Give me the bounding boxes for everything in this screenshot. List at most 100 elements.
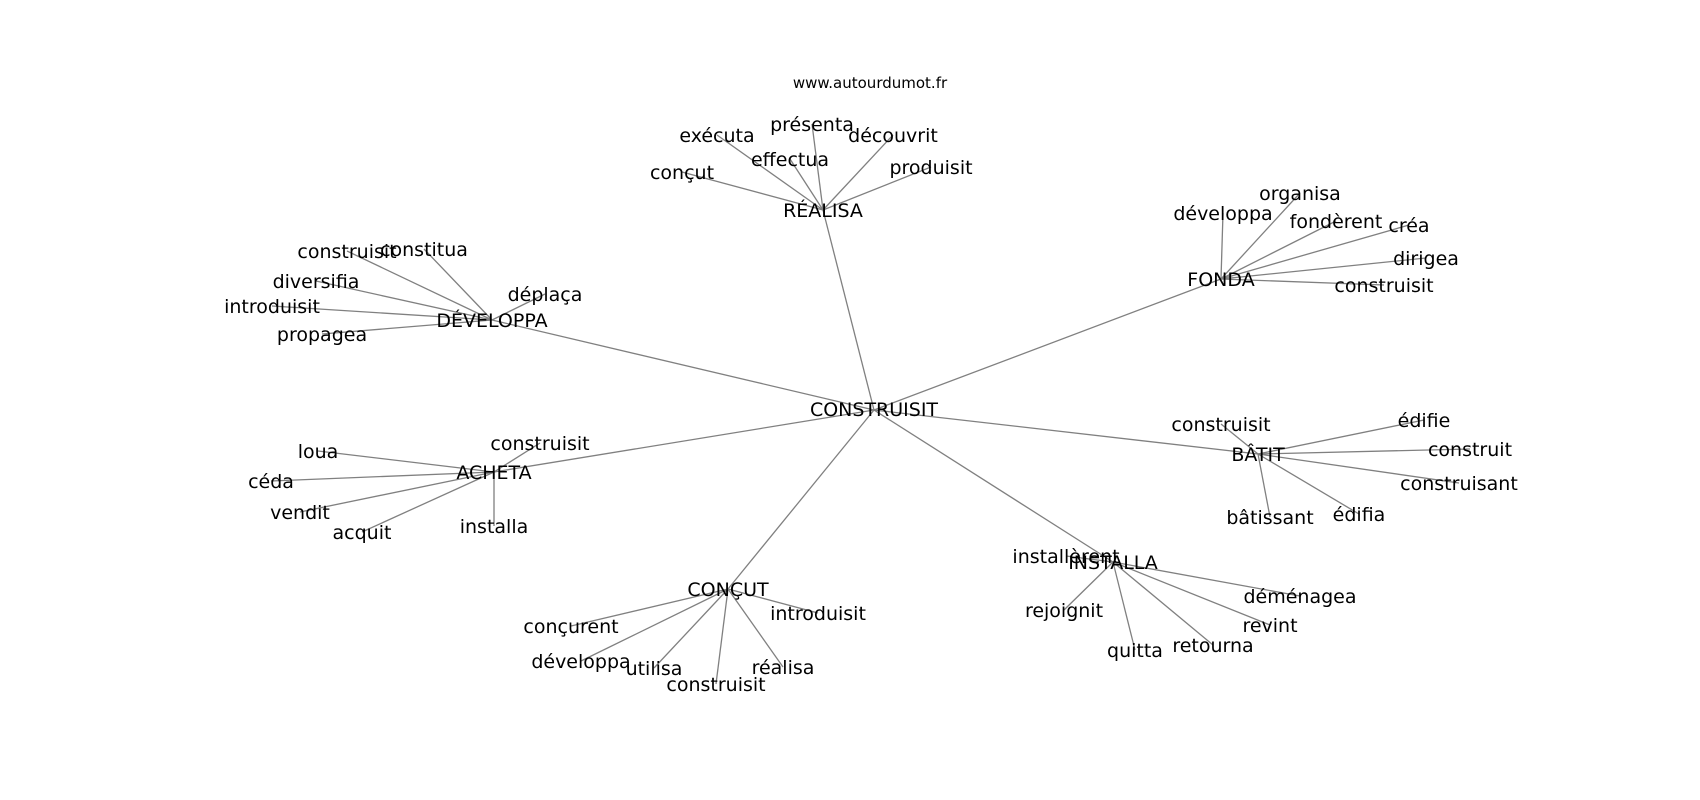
hub-leaf-edge	[681, 171, 824, 211]
hub-leaf-edge	[1220, 220, 1337, 280]
hub-leaf-edge	[580, 588, 729, 662]
hub-leaf-edge	[1112, 561, 1271, 626]
graph-labels: www.autourdumot.fr CONSTRUISIT exécuta pr…	[224, 74, 1518, 696]
leaf-word[interactable]: construisit	[297, 241, 396, 263]
root-hub-edge	[491, 319, 875, 411]
leaf-word[interactable]: installèrent	[1012, 546, 1119, 568]
root-word[interactable]: CONSTRUISIT	[810, 399, 938, 421]
leaf-word[interactable]: propagea	[277, 324, 367, 346]
leaf-word[interactable]: effectua	[751, 149, 829, 171]
hub-leaf-edge	[270, 471, 495, 482]
hub-word[interactable]: ACHETA	[456, 462, 531, 484]
hub-leaf-edge	[1220, 278, 1385, 286]
leaf-word[interactable]: dirigea	[1393, 248, 1459, 270]
leaf-word[interactable]: construisit	[666, 674, 765, 696]
root-hub-edge	[873, 409, 1114, 563]
leaf-word[interactable]: développa	[1173, 203, 1272, 225]
hub-leaf-edge	[1220, 257, 1427, 280]
leaf-word[interactable]: acquit	[333, 522, 392, 544]
leaf-word[interactable]: construisit	[490, 433, 589, 455]
hub-leaf-edge	[1220, 423, 1259, 455]
leaf-word[interactable]: quitta	[1107, 640, 1163, 662]
hub-leaf-edge	[361, 471, 495, 533]
root-hub-edge	[873, 278, 1222, 411]
hub-leaf-edge	[1220, 224, 1410, 280]
leaf-word[interactable]: exécuta	[679, 125, 754, 147]
leaf-word[interactable]: construisit	[1334, 275, 1433, 297]
leaf-word[interactable]: bâtissant	[1226, 507, 1313, 529]
site-url[interactable]: www.autourdumot.fr	[793, 74, 948, 92]
leaf-word[interactable]: créa	[1388, 215, 1429, 237]
hub-leaf-edge	[299, 471, 495, 513]
root-hub-edge	[493, 409, 875, 473]
leaf-word[interactable]: fondèrent	[1290, 211, 1383, 233]
leaf-word[interactable]: constitua	[380, 239, 468, 261]
hub-leaf-edge	[1220, 192, 1301, 280]
root-hub-edge	[822, 209, 875, 411]
hub-leaf-edge	[822, 134, 894, 211]
root-hub-edge	[873, 409, 1259, 455]
leaf-word[interactable]: édifia	[1333, 504, 1386, 526]
leaf-word[interactable]: introduisit	[770, 603, 866, 625]
leaf-word[interactable]: conçut	[650, 162, 714, 184]
hub-leaf-edge	[1257, 453, 1271, 518]
hub-leaf-edge	[271, 305, 493, 321]
hub-leaf-edge	[822, 166, 932, 211]
hub-word[interactable]: DÉVELOPPA	[436, 309, 547, 332]
leaf-word[interactable]: déplaça	[508, 284, 583, 306]
hub-leaf-edge	[321, 319, 493, 335]
hub-leaf-edge	[1112, 561, 1136, 651]
leaf-word[interactable]: construisant	[1400, 473, 1518, 495]
leaf-word[interactable]: réalisa	[752, 657, 815, 679]
hub-leaf-edge	[653, 588, 729, 669]
hub-word[interactable]: CONÇUT	[687, 579, 769, 601]
root-hub-edge	[727, 409, 875, 590]
hub-word[interactable]: RÉALISA	[783, 199, 863, 222]
leaf-word[interactable]: diversifia	[273, 271, 360, 293]
hub-leaf-edge	[715, 588, 729, 685]
hub-leaf-edge	[789, 158, 824, 211]
leaf-word[interactable]: utilisa	[626, 658, 683, 680]
leaf-word[interactable]: organisa	[1259, 183, 1341, 205]
leaf-word[interactable]: déménagea	[1243, 586, 1356, 608]
leaf-word[interactable]: loua	[298, 441, 339, 463]
hub-leaf-edge	[493, 442, 541, 473]
hub-leaf-edge	[1112, 561, 1301, 597]
leaf-word[interactable]: développa	[531, 651, 630, 673]
leaf-word[interactable]: découvrit	[848, 125, 938, 147]
hub-leaf-edge	[716, 134, 824, 211]
hub-leaf-edge	[1220, 212, 1224, 280]
graph-edges	[270, 123, 1471, 685]
hub-leaf-edge	[727, 588, 784, 668]
leaf-word[interactable]: édifie	[1398, 410, 1451, 432]
hub-leaf-edge	[1065, 555, 1114, 563]
leaf-word[interactable]: retourna	[1172, 635, 1253, 657]
hub-word[interactable]: INSTALLA	[1068, 552, 1158, 574]
leaf-word[interactable]: produisit	[889, 157, 972, 179]
leaf-word[interactable]: construit	[1428, 439, 1512, 461]
hub-leaf-edge	[1257, 448, 1471, 455]
hub-leaf-edge	[1063, 561, 1114, 611]
leaf-word[interactable]: céda	[248, 471, 294, 493]
leaf-word[interactable]: construisit	[1171, 414, 1270, 436]
hub-leaf-edge	[1112, 561, 1214, 646]
leaf-word[interactable]: vendit	[270, 502, 330, 524]
leaf-word[interactable]: conçurent	[523, 616, 618, 638]
hub-leaf-edge	[570, 588, 729, 627]
hub-leaf-edge	[346, 250, 493, 321]
hub-leaf-edge	[1257, 419, 1425, 455]
leaf-word[interactable]: présenta	[770, 114, 854, 136]
hub-word[interactable]: FONDA	[1187, 269, 1254, 291]
hub-leaf-edge	[317, 450, 495, 473]
hub-word[interactable]: BÂTIT	[1231, 443, 1285, 466]
hub-leaf-edge	[1257, 453, 1360, 515]
leaf-word[interactable]: installa	[460, 516, 529, 538]
hub-leaf-edge	[811, 123, 824, 211]
leaf-word[interactable]: introduisit	[224, 296, 320, 318]
hub-leaf-edge	[315, 280, 493, 321]
leaf-word[interactable]: revint	[1242, 615, 1297, 637]
hub-leaf-edge	[491, 293, 546, 321]
hub-leaf-edge	[423, 248, 493, 321]
leaf-word[interactable]: rejoignit	[1025, 600, 1103, 622]
